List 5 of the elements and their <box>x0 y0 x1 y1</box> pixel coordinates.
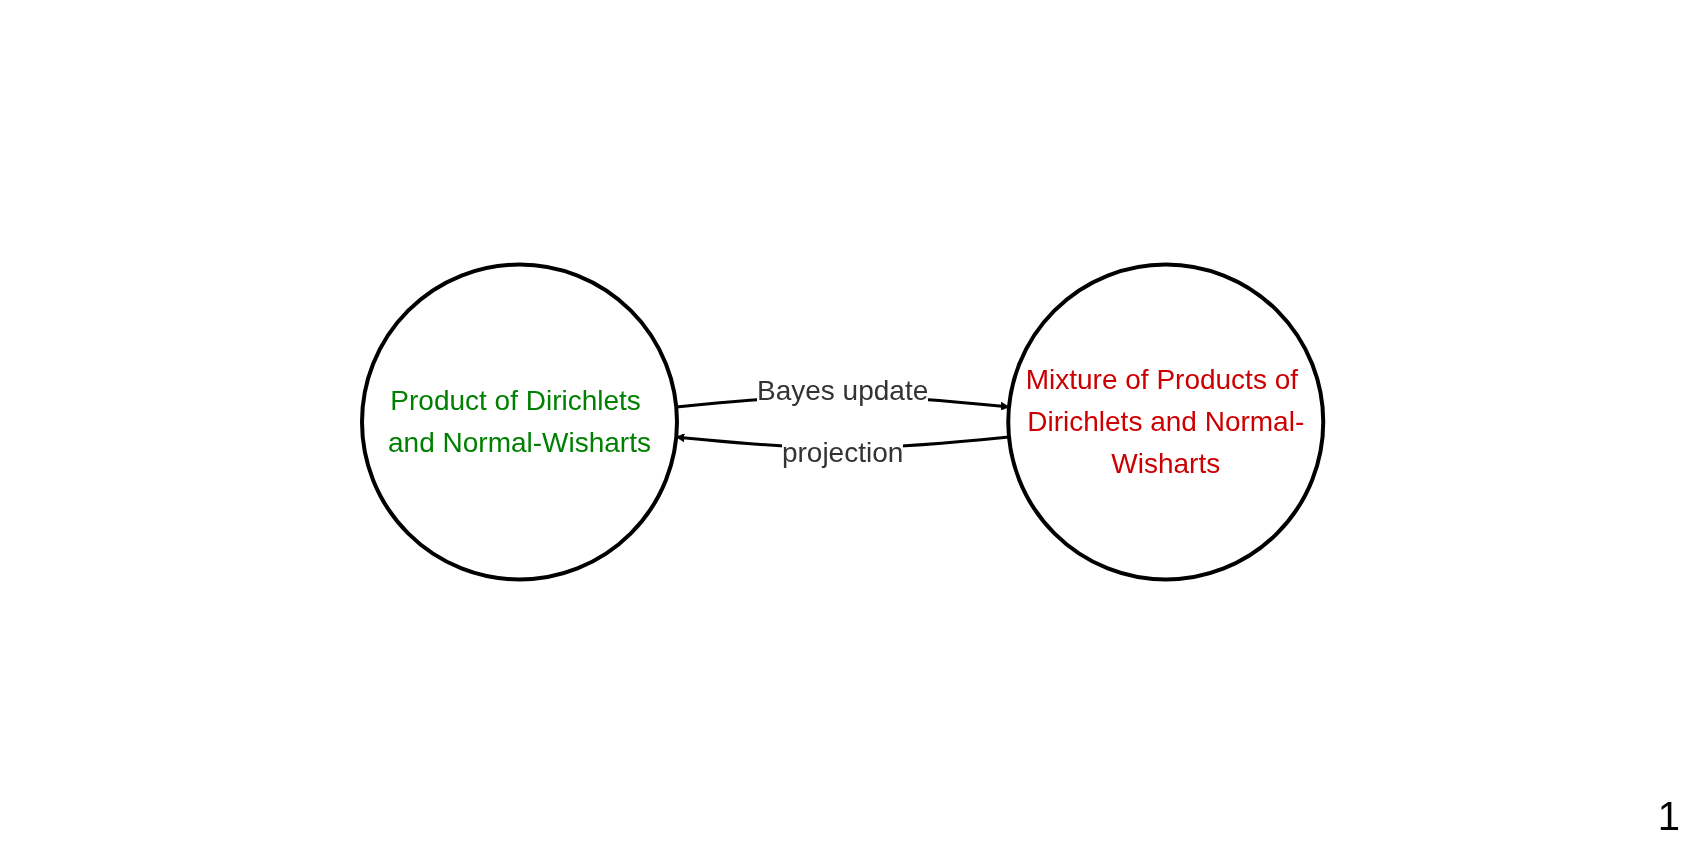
page-number: 1 <box>1657 794 1680 838</box>
edge-label: projection <box>782 436 904 468</box>
edge-label: Bayes update <box>757 374 929 406</box>
node-circle: Product of Dirichlets and Normal-Wisharts <box>360 262 680 581</box>
node-circle: Mixture of Products of Dirichlets and Normal-Wisharts <box>1006 262 1326 581</box>
